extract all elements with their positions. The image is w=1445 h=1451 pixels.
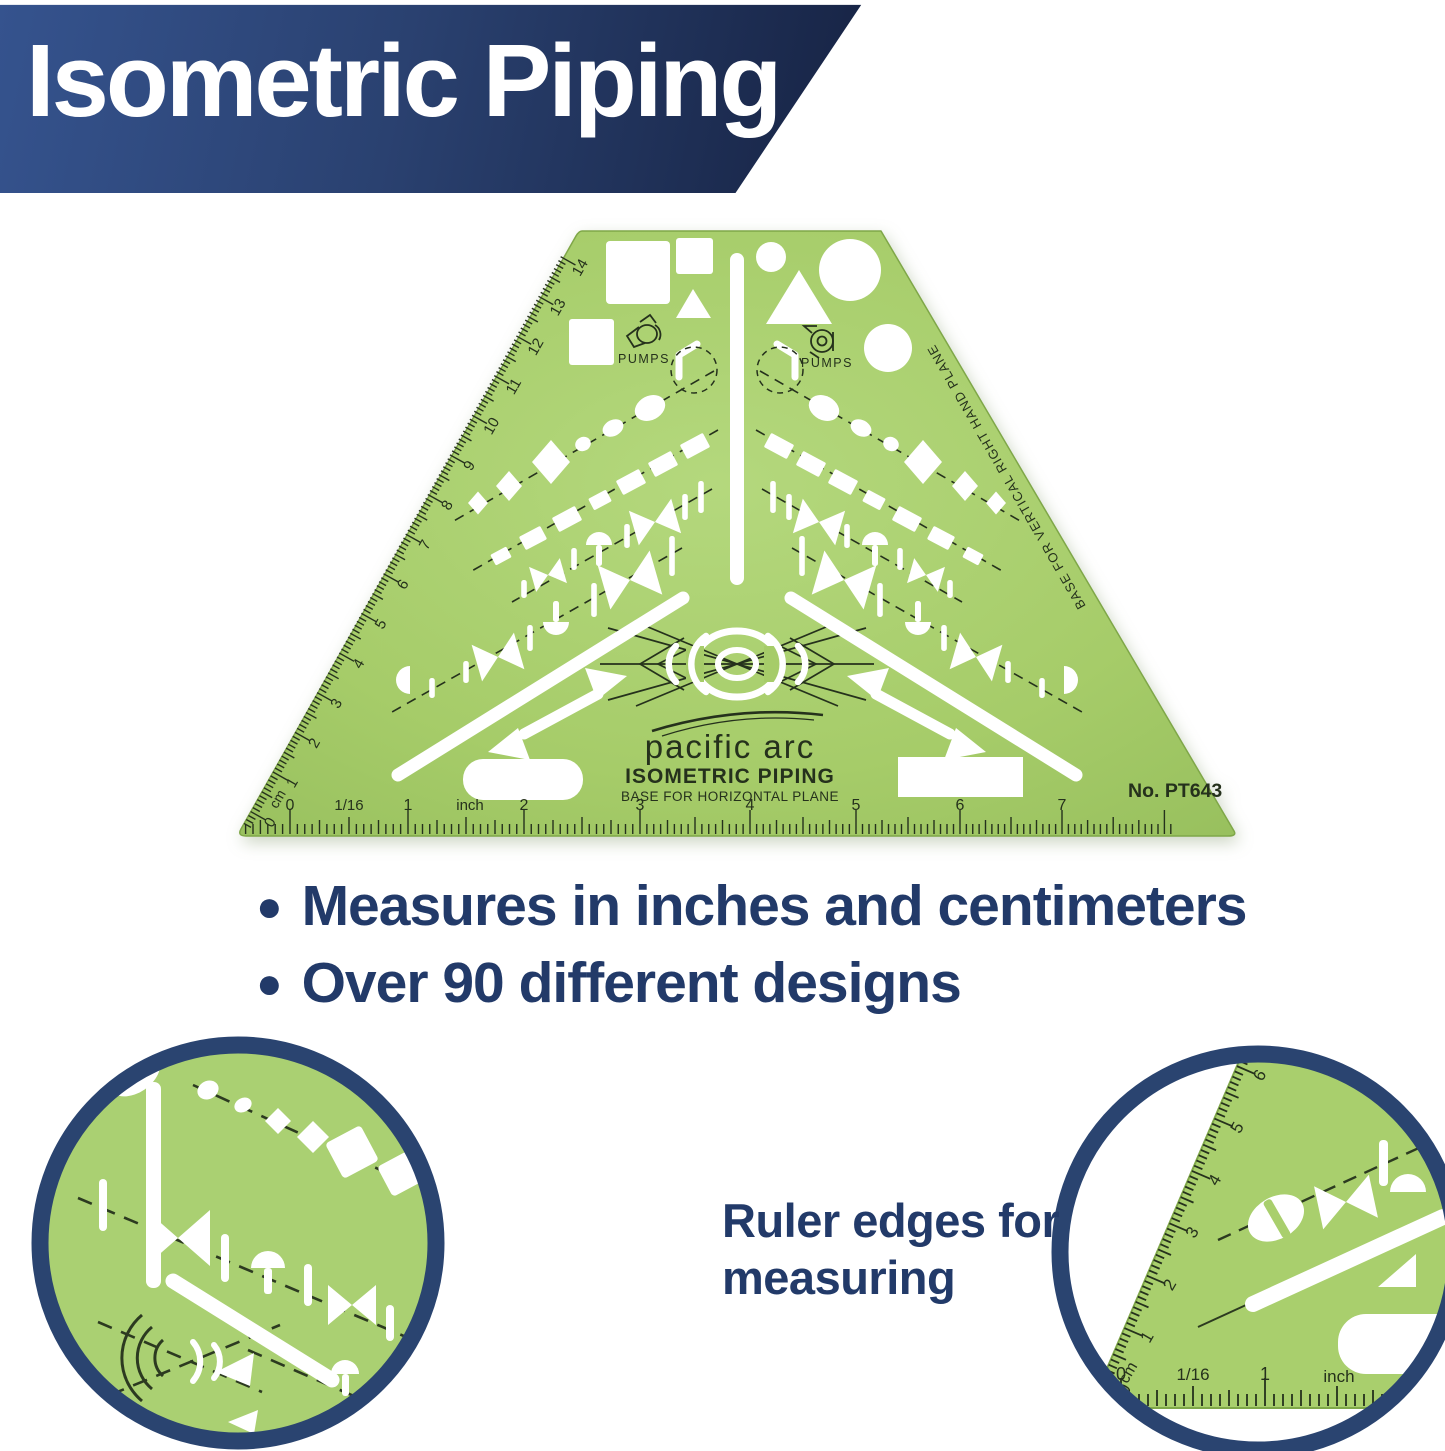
- feature-list: ● Measures in inches and centimeters ● O…: [256, 868, 1248, 1022]
- pumps-label-right: PUMPS: [801, 356, 853, 370]
- feature-text: Measures in inches and centimeters: [301, 874, 1248, 938]
- bullet-icon: ●: [256, 959, 283, 1008]
- pump-icon-right: [801, 325, 834, 359]
- svg-text:1: 1: [404, 797, 413, 814]
- center-target-pattern: [600, 621, 874, 707]
- feature-item: ● Over 90 different designs: [256, 945, 1246, 1022]
- pump-icon-left: [625, 313, 662, 349]
- plane-label-text: BASE FOR HORIZONTAL PLANE: [621, 789, 839, 804]
- svg-text:0: 0: [1116, 1364, 1126, 1384]
- bullet-icon: ●: [256, 882, 283, 931]
- svg-text:13: 13: [547, 296, 570, 319]
- svg-text:3: 3: [636, 797, 645, 814]
- svg-text:5: 5: [852, 797, 861, 814]
- product-name-text: ISOMETRIC PIPING: [625, 765, 835, 788]
- svg-text:4: 4: [746, 797, 755, 814]
- svg-text:12: 12: [524, 335, 547, 358]
- page-title: Isometric Piping: [26, 23, 782, 138]
- svg-text:inch: inch: [1323, 1367, 1354, 1386]
- svg-text:6: 6: [956, 797, 965, 814]
- callout-line1: Ruler edges for: [722, 1194, 1060, 1247]
- pumps-label-left: PUMPS: [618, 352, 670, 366]
- svg-text:14: 14: [569, 256, 592, 279]
- svg-text:2: 2: [520, 797, 529, 814]
- banner: [0, 4, 862, 193]
- stencil-cutouts: [463, 238, 1023, 800]
- svg-text:11: 11: [503, 376, 526, 398]
- svg-text:1/16: 1/16: [334, 797, 363, 814]
- feature-text: Over 90 different designs: [301, 951, 962, 1015]
- svg-text:1/16: 1/16: [1176, 1365, 1209, 1384]
- ruler-callout: Ruler edges for measuring: [722, 1192, 1060, 1306]
- svg-text:10: 10: [480, 415, 503, 438]
- svg-text:inch: inch: [456, 797, 484, 814]
- svg-text:7: 7: [1058, 797, 1067, 814]
- magnifier-right-border: [1051, 1045, 1445, 1451]
- model-number-text: No. PT643: [1128, 780, 1222, 802]
- svg-text:1: 1: [1260, 1364, 1270, 1384]
- magnifier-left-border: [31, 1036, 445, 1450]
- magnifier-left: [48, 1053, 428, 1433]
- feature-item: ● Measures in inches and centimeters: [256, 868, 1248, 945]
- callout-line2: measuring: [722, 1251, 956, 1304]
- svg-text:0: 0: [286, 797, 295, 814]
- brand-text: pacific arc: [645, 728, 816, 765]
